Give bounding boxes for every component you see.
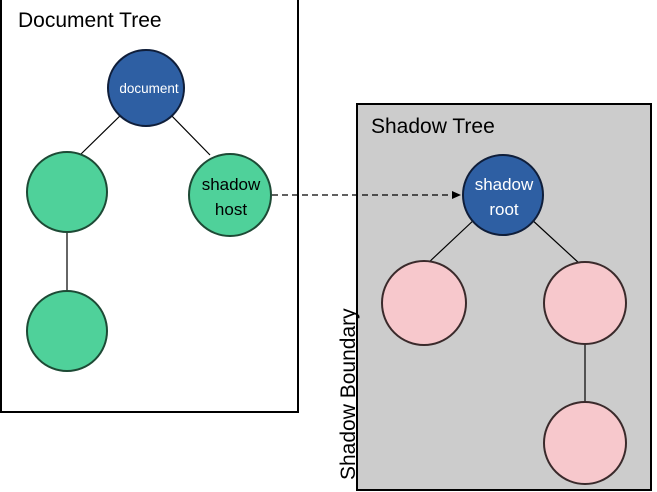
shadow-grandchild-node (543, 401, 627, 485)
edge-shadow-root-to-right-child (529, 217, 581, 265)
shadow-host-label-line2: host (215, 200, 247, 219)
shadow-root-label-line1: shadow (475, 175, 534, 194)
grandchild-node (26, 290, 108, 372)
edge-shadow-root-to-left-child (426, 217, 477, 265)
shadow-left-child-node (381, 260, 467, 346)
shadow-grandchild-node-circle (543, 401, 627, 485)
shadow-right-child-node (543, 261, 627, 345)
shadow-tree-edges (426, 217, 586, 402)
grandchild-node-circle (26, 290, 108, 372)
left-child-node (26, 151, 108, 233)
document-tree-nodes: document shadow host (26, 49, 272, 372)
shadow-left-child-node-circle (381, 260, 467, 346)
document-node-circle (107, 49, 185, 127)
shadow-tree-title: Shadow Tree (371, 115, 495, 138)
document-tree-edges (66, 110, 211, 293)
left-child-node-circle (26, 151, 108, 233)
shadow-root-node: shadow root (462, 154, 544, 236)
shadow-right-child-node-circle (543, 261, 627, 345)
shadow-tree-nodes: shadow root (381, 154, 627, 485)
document-node: document (107, 49, 185, 127)
shadow-root-node-circle (462, 154, 544, 236)
edge-document-to-shadow-host (166, 110, 211, 156)
document-tree-title: Document Tree (18, 9, 162, 32)
edge-document-to-left-child (79, 110, 126, 156)
shadow-root-label-line2: root (489, 200, 519, 219)
shadow-host-node: shadow host (188, 153, 272, 237)
shadow-boundary-label: Shadow Boundary (337, 308, 360, 480)
document-node-label: document (119, 81, 179, 96)
shadow-host-label-line1: shadow (202, 175, 261, 194)
shadow-host-node-circle (188, 153, 272, 237)
